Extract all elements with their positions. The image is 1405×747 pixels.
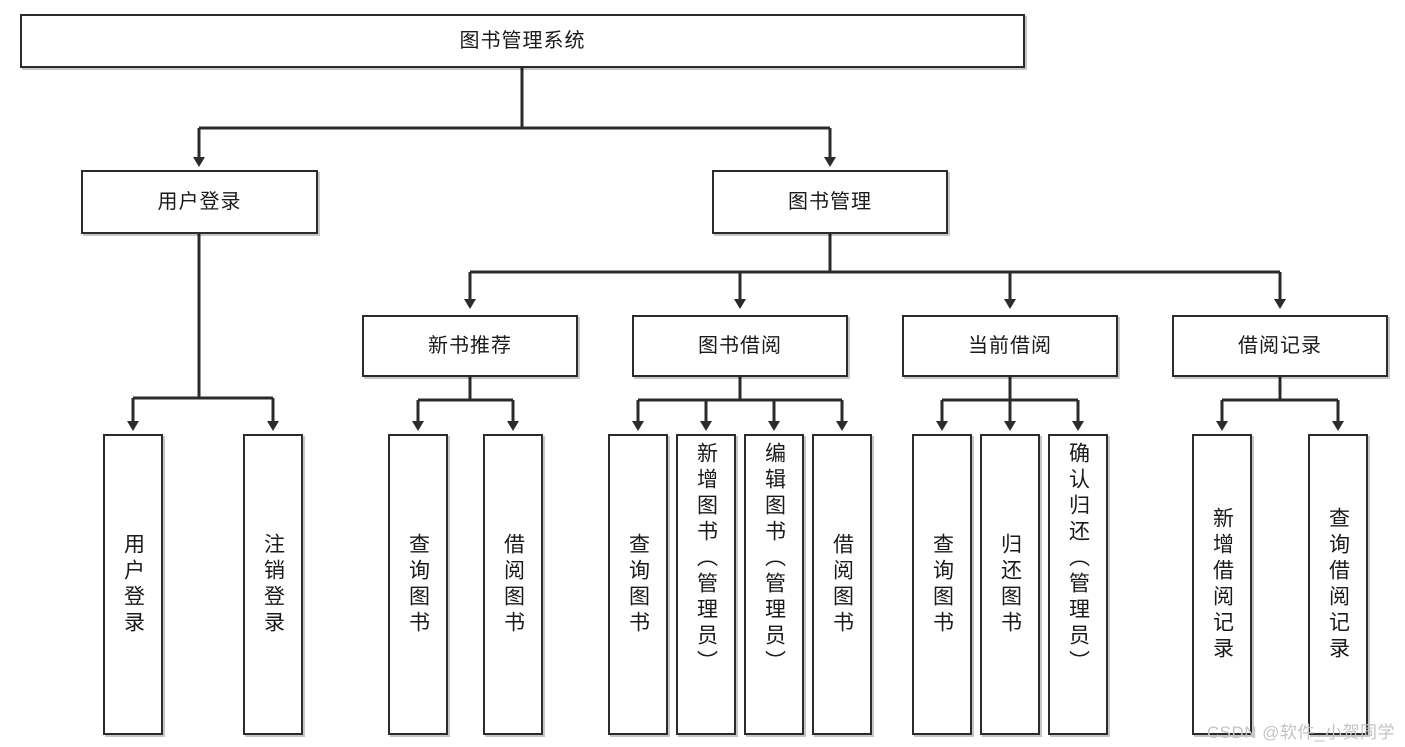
leaf-book-borrow-edit-label: 编辑图书（管理员） (762, 442, 786, 676)
node-root-label: 图书管理系统 (459, 29, 586, 52)
leaf-current-borrow-query-label: 查询图书 (930, 532, 954, 637)
leaf-user-login-signout[interactable]: 注销登录 (243, 434, 303, 735)
node-book-borrow-label: 图书借阅 (698, 334, 782, 357)
node-current-borrow[interactable]: 当前借阅 (902, 315, 1118, 377)
node-book-management[interactable]: 图书管理 (712, 170, 948, 234)
leaf-book-borrow-edit[interactable]: 编辑图书（管理员） (744, 434, 804, 735)
leaf-current-borrow-confirm[interactable]: 确认归还（管理员） (1048, 434, 1108, 735)
leaf-current-borrow-return-label: 归还图书 (998, 532, 1022, 637)
node-root[interactable]: 图书管理系统 (20, 14, 1025, 68)
node-book-borrow[interactable]: 图书借阅 (632, 315, 848, 377)
leaf-new-book-borrow[interactable]: 借阅图书 (483, 434, 543, 735)
leaf-book-borrow-query[interactable]: 查询图书 (608, 434, 668, 735)
leaf-current-borrow-return[interactable]: 归还图书 (980, 434, 1040, 735)
node-new-book-recommend[interactable]: 新书推荐 (362, 315, 578, 377)
node-user-login[interactable]: 用户登录 (81, 170, 318, 234)
leaf-user-login-signin[interactable]: 用户登录 (103, 434, 163, 735)
node-new-book-recommend-label: 新书推荐 (428, 334, 512, 357)
leaf-book-borrow-add-label: 新增图书（管理员） (694, 442, 718, 676)
leaf-user-login-signin-label: 用户登录 (121, 532, 145, 637)
leaf-borrow-record-add[interactable]: 新增借阅记录 (1192, 434, 1252, 735)
leaf-book-borrow-add[interactable]: 新增图书（管理员） (676, 434, 736, 735)
leaf-new-book-query[interactable]: 查询图书 (388, 434, 448, 735)
leaf-book-borrow-lend[interactable]: 借阅图书 (812, 434, 872, 735)
leaf-borrow-record-query[interactable]: 查询借阅记录 (1308, 434, 1368, 735)
node-user-login-label: 用户登录 (157, 190, 242, 213)
node-borrow-record[interactable]: 借阅记录 (1172, 315, 1388, 377)
node-book-management-label: 图书管理 (788, 190, 872, 213)
leaf-book-borrow-query-label: 查询图书 (626, 532, 650, 637)
leaf-user-login-signout-label: 注销登录 (261, 532, 285, 637)
leaf-new-book-query-label: 查询图书 (406, 532, 430, 637)
leaf-new-book-borrow-label: 借阅图书 (501, 532, 525, 637)
watermark: CSDN @软件_小贺同学 (1206, 723, 1395, 742)
leaf-borrow-record-query-label: 查询借阅记录 (1326, 506, 1350, 663)
leaf-current-borrow-confirm-label: 确认归还（管理员） (1066, 442, 1090, 676)
node-current-borrow-label: 当前借阅 (968, 334, 1052, 357)
leaf-current-borrow-query[interactable]: 查询图书 (912, 434, 972, 735)
leaf-borrow-record-add-label: 新增借阅记录 (1210, 506, 1234, 663)
node-borrow-record-label: 借阅记录 (1238, 334, 1322, 357)
leaf-book-borrow-lend-label: 借阅图书 (830, 532, 854, 637)
